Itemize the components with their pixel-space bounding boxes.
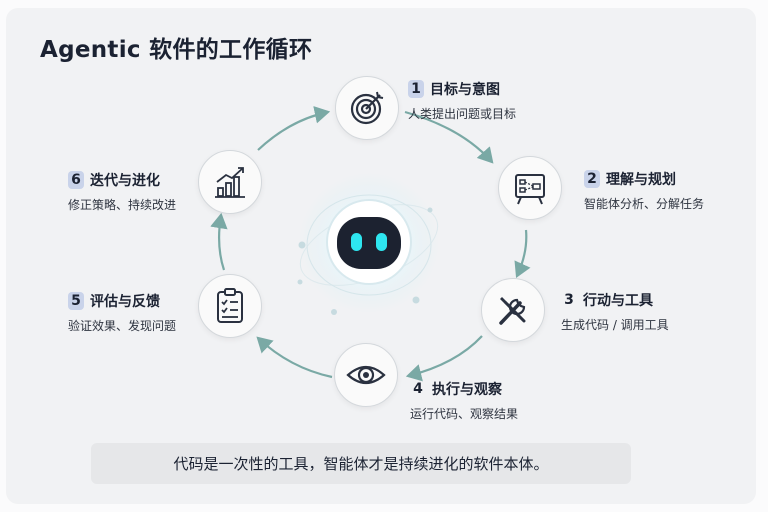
- step-6-label: 6 迭代与进化 修正策略、持续改进: [68, 170, 176, 213]
- step-title: 行动与工具: [583, 293, 653, 309]
- step-subtitle: 人类提出问题或目标: [408, 107, 517, 121]
- target-icon: [350, 91, 384, 125]
- footer-quote: 代码是一次性的工具，智能体才是持续进化的软件本体。: [91, 443, 631, 484]
- eye-icon: [346, 365, 386, 385]
- step-subtitle: 生成代码 / 调用工具: [561, 318, 669, 332]
- arrow-4-to-5: [256, 336, 333, 379]
- step-number: 1: [408, 80, 424, 98]
- step-title: 理解与规划: [606, 172, 676, 188]
- step-subtitle: 运行代码、观察结果: [410, 407, 519, 421]
- step-number: 2: [584, 170, 600, 188]
- diagram-title: Agentic 软件的工作循环: [40, 37, 313, 63]
- robot-head-icon: [297, 173, 439, 315]
- step-2-node: [498, 156, 562, 220]
- step-title: 目标与意图: [430, 82, 500, 98]
- arrow-5-to-6: [210, 212, 228, 271]
- step-3-node: [481, 278, 545, 342]
- step-subtitle: 智能体分析、分解任务: [584, 197, 705, 211]
- step-title: 迭代与进化: [90, 173, 160, 189]
- step-1-node: [335, 76, 399, 140]
- step-6-node: [198, 150, 262, 214]
- step-3-label: 3 行动与工具 生成代码 / 调用工具: [561, 290, 669, 333]
- planning-board-icon: [515, 174, 545, 205]
- step-1-label: 1 目标与意图 人类提出问题或目标: [408, 79, 516, 122]
- step-2-label: 2 理解与规划 智能体分析、分解任务: [584, 169, 704, 212]
- step-number: 5: [68, 292, 84, 310]
- step-5-label: 5 评估与反馈 验证效果、发现问题: [68, 291, 176, 334]
- bar-chart-growth-icon: [215, 167, 245, 198]
- arrow-6-to-1: [257, 106, 331, 151]
- arrow-3-to-4: [405, 335, 483, 382]
- arrow-2-to-3: [514, 229, 531, 279]
- step-4-label: 4 执行与观察 运行代码、观察结果: [410, 379, 518, 422]
- step-number: 3: [564, 292, 574, 308]
- arrow-1-to-2: [404, 110, 494, 164]
- step-subtitle: 修正策略、持续改进: [68, 198, 177, 212]
- step-5-node: [198, 274, 262, 338]
- step-number: 6: [68, 171, 84, 189]
- step-title: 评估与反馈: [90, 294, 160, 310]
- wrench-screwdriver-icon: [499, 297, 526, 325]
- step-number: 4: [413, 381, 423, 397]
- clipboard-checklist-icon: [217, 288, 243, 323]
- step-subtitle: 验证效果、发现问题: [68, 319, 177, 333]
- step-4-node: [334, 343, 398, 407]
- step-title: 执行与观察: [432, 382, 502, 398]
